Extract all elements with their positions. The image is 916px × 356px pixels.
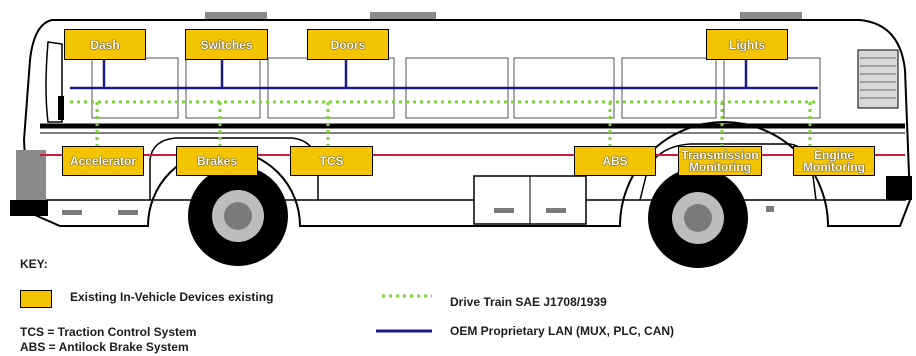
key-tcs-definition: TCS = Traction Control System	[20, 325, 197, 339]
mirror	[58, 96, 64, 120]
roof-unit	[205, 12, 267, 20]
side-light	[118, 210, 138, 215]
key-oem-lan: OEM Proprietary LAN (MUX, PLC, CAN)	[450, 324, 675, 338]
rear-bumper	[886, 176, 912, 200]
device-lights: Lights	[706, 29, 788, 60]
key-device-swatch	[20, 290, 52, 308]
roof-unit	[740, 12, 802, 20]
device-accelerator: Accelerator	[62, 146, 144, 176]
device-doors: Doors	[307, 29, 389, 60]
side-light	[546, 208, 566, 213]
roof-unit	[370, 12, 436, 20]
key-drive-train: Drive Train SAE J1708/1939	[450, 295, 607, 309]
rear-hub	[684, 204, 712, 232]
device-abs: ABS	[574, 146, 656, 176]
key-existing-devices: Existing In-Vehicle Devices existing	[70, 290, 274, 304]
rear-grille	[857, 49, 899, 109]
bus-body	[22, 19, 912, 227]
front-hub	[224, 202, 252, 230]
side-light	[62, 210, 82, 215]
side-light	[766, 206, 774, 212]
device-dash: Dash	[64, 29, 146, 60]
device-brakes: Brakes	[176, 146, 258, 176]
device-switches: Switches	[185, 29, 268, 60]
key-abs-definition: ABS = Antilock Brake System	[20, 340, 189, 354]
front-bumper-base	[10, 200, 48, 216]
key-title: KEY:	[20, 257, 48, 271]
device-engine-monitoring: Engine Monitoring	[793, 146, 875, 176]
device-transmission-monitoring: Transmission Monitoring	[678, 146, 762, 176]
device-tcs: TCS	[290, 146, 373, 176]
side-light	[494, 208, 514, 213]
